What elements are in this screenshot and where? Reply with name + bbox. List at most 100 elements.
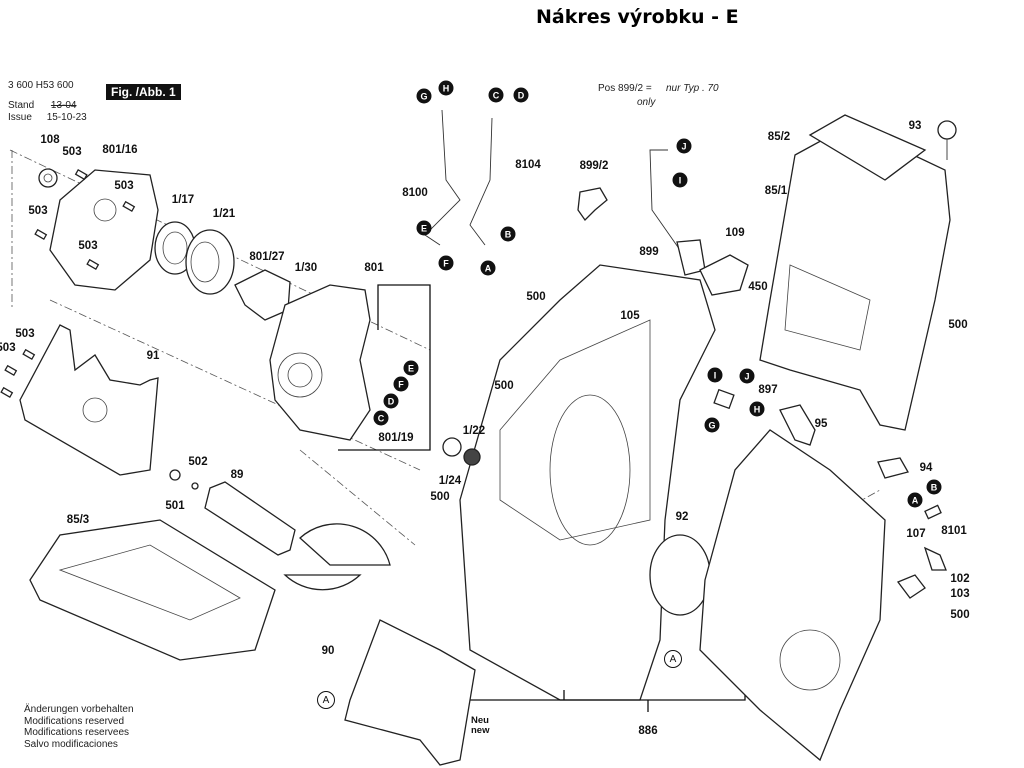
- part-92-ring: [649, 534, 711, 616]
- part-1-22-nut: [463, 448, 481, 466]
- part-801-16-boss: [93, 198, 117, 222]
- part-108-bearing: [38, 168, 58, 188]
- part-label: 1/22: [462, 425, 486, 437]
- part-label: 503: [15, 328, 35, 340]
- part-label: 801/19: [378, 432, 414, 444]
- part-94-cap: [877, 457, 909, 479]
- part-1-21-housing: [185, 229, 235, 295]
- part-label: 90: [321, 645, 335, 657]
- part-label: 501: [165, 500, 185, 512]
- part-label: 1/30: [294, 262, 318, 274]
- assembly-axis-line: [49, 299, 421, 471]
- connector-badge: A: [480, 260, 496, 276]
- part-label: 503: [114, 180, 134, 192]
- part-label: 500: [494, 380, 514, 392]
- connector-badge: G: [416, 88, 432, 104]
- part-8101-plug: [924, 504, 942, 520]
- part-899-2-clip: [577, 187, 608, 222]
- connector-badge: A: [907, 492, 923, 508]
- part-label: 500: [526, 291, 546, 303]
- part-label: 503: [28, 205, 48, 217]
- connector-badge: I: [707, 367, 723, 383]
- part-label: 94: [919, 462, 933, 474]
- part-label: 1/21: [212, 208, 236, 220]
- connector-badge: D: [383, 393, 399, 409]
- part-897-connector: [713, 388, 735, 410]
- stand-issue-block: Stand 13-04 Issue 15-10-23: [8, 100, 87, 124]
- document-number: 3 600 H53 600: [8, 80, 74, 91]
- connector-badge: F: [393, 376, 409, 392]
- stand-label: Stand: [8, 100, 35, 111]
- part-886-main-body: [459, 264, 716, 701]
- connector-badge: C: [373, 410, 389, 426]
- bracket-801: [338, 284, 431, 451]
- part-102-plug: [923, 546, 947, 571]
- part-label: 450: [748, 281, 768, 293]
- part-103-knob: [896, 574, 926, 599]
- page-title: Nákres výrobku - E: [536, 6, 739, 28]
- part-label: 91: [146, 350, 160, 362]
- connector-badge: H: [438, 80, 454, 96]
- note-ref: Pos 899/2 =: [598, 83, 652, 94]
- part-label: 102: [950, 573, 970, 585]
- connector-badge: J: [739, 368, 755, 384]
- part-85-1-hopper: [759, 124, 951, 431]
- part-89-blade: [204, 481, 296, 556]
- connector-badge: J: [676, 138, 692, 154]
- part-label: 500: [948, 319, 968, 331]
- part-label: 1/24: [438, 475, 462, 487]
- part-label: 108: [40, 134, 60, 146]
- neu-new-label: Neu new: [471, 715, 490, 736]
- part-85-2-lid: [808, 114, 927, 181]
- part-label: 103: [950, 588, 970, 600]
- connector-badge: G: [704, 417, 720, 433]
- part-95-latch: [779, 404, 816, 446]
- part-899-cable: [649, 149, 681, 251]
- part-label: 899/2: [579, 160, 609, 172]
- footer-line: Änderungen vorbehalten: [24, 704, 134, 715]
- part-label: 89: [230, 469, 244, 481]
- part-8104-cable: [469, 117, 493, 246]
- part-label: 503: [62, 146, 82, 158]
- part-label: 1/17: [171, 194, 195, 206]
- part-801-27-bearing-seat: [234, 269, 291, 321]
- part-label: 503: [0, 342, 16, 354]
- part-90-disc-lower: [283, 574, 362, 591]
- part-85-3-tray: [29, 519, 276, 661]
- connector-badge: E: [403, 360, 419, 376]
- part-109-holder: [699, 254, 749, 296]
- footer-line: Modifications reserved: [24, 715, 125, 727]
- issue-label: Issue: [8, 112, 32, 123]
- part-label: 899: [639, 246, 659, 258]
- part-502-washer: [191, 482, 199, 490]
- connector-badge: H: [749, 401, 765, 417]
- reference-marker: A: [317, 691, 335, 709]
- part-label: 105: [620, 310, 640, 322]
- part-label: 8101: [941, 525, 967, 537]
- part-label: 886: [638, 725, 658, 737]
- connector-badge: D: [513, 87, 529, 103]
- issue-value: 15-10-23: [46, 112, 87, 123]
- part-93-knob: [937, 120, 957, 140]
- part-label: 503: [78, 240, 98, 252]
- footer-notice: Änderungen vorbehalten Modifications res…: [24, 704, 134, 750]
- connector-badge: B: [926, 479, 942, 495]
- connector-badge: C: [488, 87, 504, 103]
- part-label: 500: [430, 491, 450, 503]
- part-label: 85/2: [767, 131, 791, 143]
- figure-label: Fig. /Abb. 1: [106, 84, 181, 100]
- footer-line: Modifications reservees: [24, 727, 130, 738]
- part-label: 109: [725, 227, 745, 239]
- note-text: nur Typ . 70: [666, 83, 719, 94]
- part-501-bolt: [169, 469, 181, 481]
- connector-badge: E: [416, 220, 432, 236]
- reference-marker: A: [664, 650, 682, 668]
- connector-badge: F: [438, 255, 454, 271]
- part-label: 92: [675, 511, 689, 523]
- part-label: 801/27: [249, 251, 285, 263]
- screws-503: [0, 169, 136, 398]
- part-label: 85/3: [66, 514, 90, 526]
- part-label: 8100: [402, 187, 428, 199]
